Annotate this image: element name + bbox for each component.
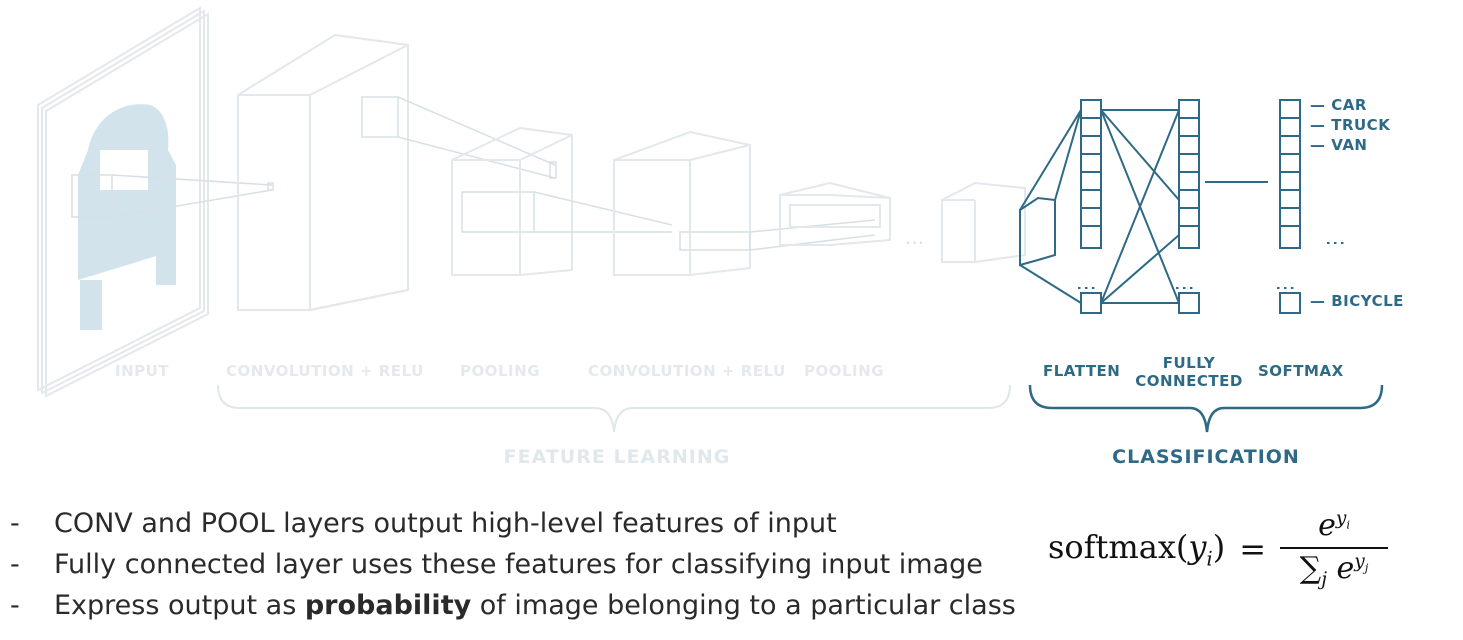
bullet-dash: - — [10, 590, 20, 621]
bullet-item: - Express output as probability of image… — [10, 585, 1016, 626]
formula-var-sub: i — [1206, 547, 1213, 571]
den-exp-sub: j — [1364, 560, 1369, 575]
formula-equals: = — [1239, 530, 1267, 568]
class-label-truck: — TRUCK — [1310, 116, 1391, 134]
continuation-ellipsis: ··· — [905, 231, 924, 255]
label-input: INPUT — [115, 362, 169, 380]
flatten-connections — [1019, 109, 1082, 304]
formula-func: softmax( — [1048, 527, 1189, 566]
label-flatten: FLATTEN — [1043, 362, 1120, 380]
formula-numerator: eyi — [1308, 508, 1360, 547]
label-fully-connected-1: FULLY — [1163, 354, 1216, 372]
fully-connected-column — [1178, 99, 1200, 314]
input-receptive-field — [71, 174, 274, 218]
label-softmax: SOFTMAX — [1258, 362, 1344, 380]
fc-connections — [1100, 109, 1180, 304]
fc-dots: ⋮ — [1173, 278, 1197, 298]
bullet-text: CONV and POOL layers output high-level f… — [54, 508, 837, 539]
bullet-text: Express output as probability of image b… — [54, 585, 1016, 626]
bullet-dash: - — [10, 508, 20, 539]
cnn-diagram: ··· ⋮ — [37, 6, 1404, 468]
pool1-receptive-field — [461, 191, 673, 233]
bullet-text: Fully connected layer uses these feature… — [54, 549, 983, 580]
car-icon — [78, 104, 176, 330]
num-exp-sub: i — [1346, 517, 1351, 532]
label-conv2: CONVOLUTION + RELU — [588, 362, 786, 380]
conv2-receptive-field — [679, 219, 876, 251]
feature-learning-brace — [217, 384, 1011, 433]
group-label-feature-learning: FEATURE LEARNING — [504, 446, 731, 468]
bullet-item: - Fully connected layer uses these featu… — [10, 544, 1016, 585]
num-base: e — [1318, 508, 1336, 543]
label-pool1: POOLING — [460, 362, 540, 380]
class-label-car: — CAR — [1310, 96, 1367, 114]
formula-close: ) — [1212, 527, 1226, 566]
sigma-sub: j — [1321, 569, 1327, 590]
pool1-block — [451, 126, 573, 276]
softmax-dots: ⋮ — [1274, 278, 1298, 298]
conv1-receptive-field — [361, 96, 557, 179]
den-exp-var: y — [1354, 551, 1365, 572]
label-pool2: POOLING — [804, 362, 884, 380]
softmax-formula: softmax(yi) = eyi ∑j eyj — [1048, 508, 1389, 590]
bullet-text-after: of image belonging to a particular class — [471, 590, 1016, 621]
num-exp-var: y — [1335, 508, 1347, 529]
label-fully-connected-2: CONNECTED — [1135, 372, 1243, 390]
den-exponent: yj — [1354, 551, 1369, 575]
den-base: e — [1336, 551, 1355, 586]
pool2-block — [779, 181, 891, 246]
label-conv1: CONVOLUTION + RELU — [226, 362, 424, 380]
num-exponent: yi — [1335, 508, 1351, 532]
flatten-dots: ⋮ — [1075, 278, 1099, 298]
formula-var: y — [1188, 527, 1207, 566]
class-dots: ⋮ — [1324, 233, 1348, 253]
conv2-block — [613, 130, 751, 276]
bullet-item: - CONV and POOL layers output high-level… — [10, 503, 1016, 544]
class-label-bicycle: — BICYCLE — [1310, 292, 1404, 310]
group-label-classification: CLASSIFICATION — [1112, 446, 1300, 468]
fraction-bar — [1280, 547, 1389, 549]
flatten-column — [1080, 99, 1102, 314]
final-feature-block — [941, 181, 1026, 263]
sigma-symbol: ∑ — [1299, 551, 1322, 586]
classification-brace — [1028, 384, 1384, 433]
bullet-text-before: Express output as — [54, 590, 305, 621]
formula-lhs: softmax(yi) — [1048, 528, 1225, 570]
class-label-van: — VAN — [1310, 136, 1367, 154]
softmax-column — [1279, 99, 1301, 314]
bullet-bold-word: probability — [304, 590, 472, 621]
formula-fraction: eyi ∑j eyj — [1280, 508, 1389, 590]
conv1-block — [237, 33, 409, 311]
formula-denominator: ∑j eyj — [1300, 549, 1369, 590]
bullet-list: - CONV and POOL layers output high-level… — [10, 503, 1016, 626]
bullet-dash: - — [10, 549, 20, 580]
